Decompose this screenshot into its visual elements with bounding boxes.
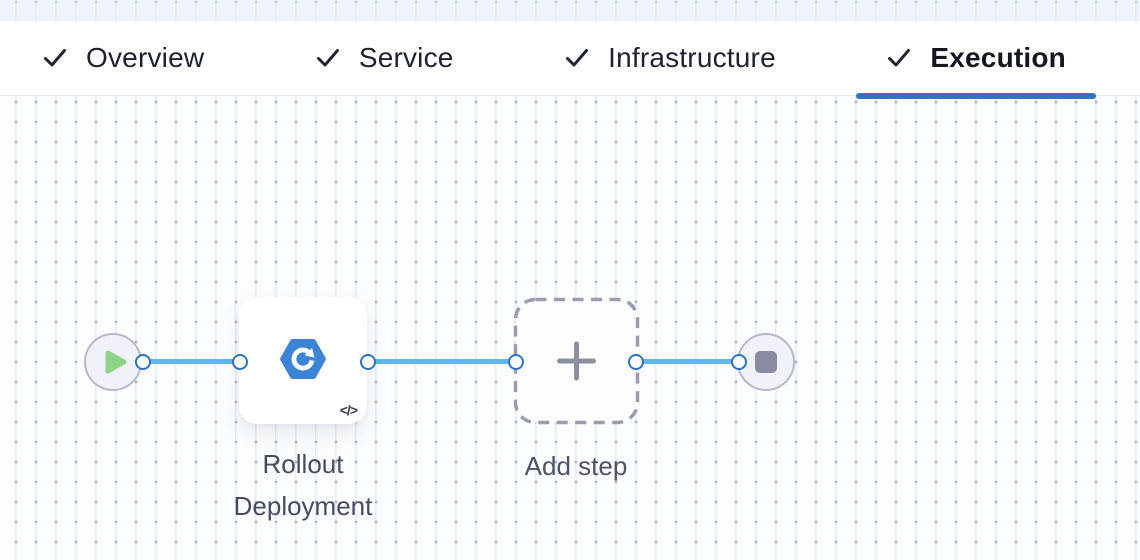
k8s-rollout-icon	[280, 338, 326, 380]
check-icon	[44, 49, 66, 67]
add-step-outline	[513, 297, 640, 425]
canvas-top-strip	[0, 0, 1140, 21]
port-step-in[interactable]	[232, 354, 248, 370]
tab-execution[interactable]: Execution	[856, 21, 1097, 99]
port-addstep-out[interactable]	[628, 354, 644, 370]
tab-label: Overview	[86, 42, 205, 73]
connector-line	[635, 359, 740, 364]
check-icon	[316, 49, 339, 67]
port-addstep-in[interactable]	[508, 354, 524, 370]
tab-service[interactable]: Service	[315, 21, 454, 95]
check-icon	[888, 49, 911, 67]
tab-infrastructure[interactable]: Infrastructure	[564, 21, 776, 95]
port-end-in[interactable]	[731, 354, 747, 370]
tab-bar: Overview Service Infrastructure Executio…	[0, 21, 1140, 99]
port-start-out[interactable]	[135, 354, 151, 370]
tab-label: Infrastructure	[608, 42, 776, 73]
pipeline-start-node	[84, 333, 142, 391]
tab-label: Execution	[930, 42, 1066, 73]
tab-label: Service	[358, 42, 454, 73]
stop-icon	[755, 351, 777, 373]
active-tab-indicator	[856, 93, 1097, 99]
port-step-out[interactable]	[360, 354, 376, 370]
step-node-rollout-deployment[interactable]: </>	[239, 297, 367, 424]
code-badge: </>	[339, 402, 358, 418]
add-step-label: Add step	[524, 451, 628, 481]
plus-icon	[557, 341, 596, 381]
add-step-node[interactable]	[513, 297, 640, 425]
step-node-label: Rollout Deployment	[233, 449, 373, 521]
tab-overview[interactable]: Overview	[42, 21, 204, 95]
connector-line	[367, 359, 517, 364]
play-icon	[105, 350, 126, 374]
check-icon	[566, 49, 589, 67]
connector-line	[143, 359, 241, 364]
